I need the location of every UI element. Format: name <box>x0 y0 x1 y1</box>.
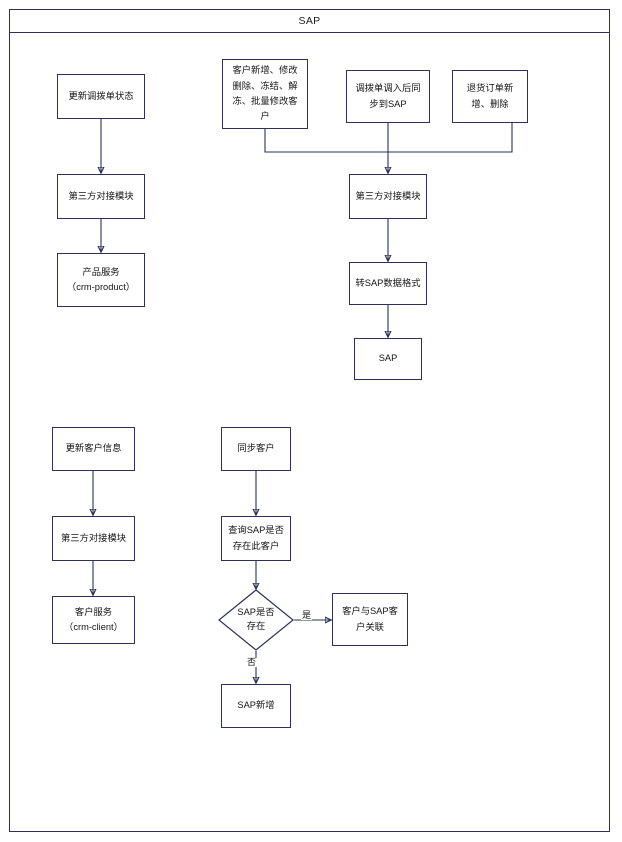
node-return-order-operations[interactable]: 退货订单新增、删除 <box>452 70 528 123</box>
node-query-sap-customer[interactable]: 查询SAP是否存在此客户 <box>221 516 291 561</box>
node-decision-sap-exists[interactable]: SAP是否 存在 <box>218 589 294 651</box>
node-client-service[interactable]: 客户服务 （crm-client） <box>52 596 135 644</box>
sap-container-frame <box>9 9 610 832</box>
node-update-customer-info[interactable]: 更新客户信息 <box>52 427 135 471</box>
node-update-transfer-status[interactable]: 更新调拨单状态 <box>57 74 145 119</box>
node-customer-operations[interactable]: 客户新增、修改删除、冻结、解冻、批量修改客户 <box>222 59 308 129</box>
node-sync-customer[interactable]: 同步客户 <box>221 427 291 471</box>
node-third-party-module-right[interactable]: 第三方对接模块 <box>349 174 427 219</box>
node-product-service[interactable]: 产品服务 （crm-product） <box>57 253 145 307</box>
node-sap-system[interactable]: SAP <box>354 338 422 380</box>
node-third-party-module-left-top[interactable]: 第三方对接模块 <box>57 174 145 219</box>
node-third-party-module-left-bottom[interactable]: 第三方对接模块 <box>52 516 135 561</box>
node-sap-create[interactable]: SAP新增 <box>221 684 291 728</box>
sap-container-title: SAP <box>9 9 610 33</box>
node-transfer-sync-to-sap[interactable]: 调拨单调入后同步到SAP <box>346 70 430 123</box>
edge-label-no: 否 <box>246 657 258 667</box>
node-convert-sap-format[interactable]: 转SAP数据格式 <box>349 262 427 305</box>
node-link-customer-sap[interactable]: 客户与SAP客户关联 <box>332 593 408 646</box>
diamond-shape <box>218 589 294 651</box>
edge-label-yes: 是 <box>301 610 313 620</box>
